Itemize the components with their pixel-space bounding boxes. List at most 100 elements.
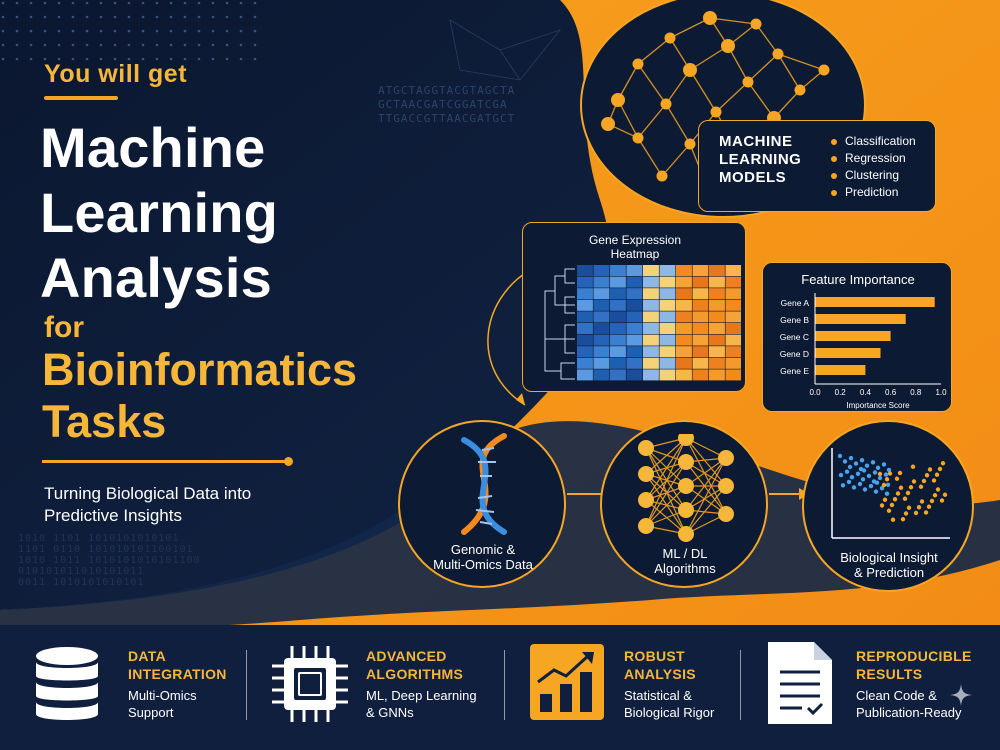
nn-edge <box>645 473 687 535</box>
ml-model-item: Clustering <box>831 167 916 184</box>
heatmap-cell <box>593 323 610 334</box>
eyebrow-underline <box>44 96 118 100</box>
network-node <box>601 117 615 131</box>
bullet-icon <box>831 155 837 162</box>
heatmap-cell <box>709 334 725 346</box>
heatmap-cell <box>643 323 659 334</box>
dendrogram-icon <box>544 268 575 380</box>
category-label: Gene E <box>780 366 809 376</box>
nn-node <box>638 518 654 534</box>
nn-edge <box>645 437 687 527</box>
category-label: Gene C <box>780 332 809 342</box>
scatter-point <box>898 485 904 490</box>
scatter-point <box>879 486 885 491</box>
scatter-point <box>847 464 853 470</box>
database-icon <box>36 647 98 720</box>
scatter-point <box>887 471 893 476</box>
heatmap-cell <box>659 299 676 311</box>
heatmap-cell <box>659 346 676 358</box>
heatmap-cell <box>692 369 709 381</box>
scatter-point <box>838 472 844 478</box>
scatter-point <box>911 479 917 484</box>
title-accent-line-2: Tasks <box>42 396 167 447</box>
heatmap-cell <box>676 323 692 334</box>
heatmap-cell <box>659 323 676 334</box>
heatmap-cell <box>593 311 610 323</box>
heatmap-cell <box>676 276 692 288</box>
scatter-point <box>855 471 861 476</box>
nn-node <box>678 478 694 494</box>
nn-edge <box>685 437 727 515</box>
scatter-point <box>935 487 941 492</box>
heatmap-cell <box>709 311 725 323</box>
bullet-icon <box>831 189 837 196</box>
network-edge <box>777 53 801 91</box>
category-label: Gene B <box>780 315 809 325</box>
pipeline-step-label: ML / DL Algorithms <box>654 546 716 576</box>
network-edge <box>617 99 639 139</box>
scatter-point <box>868 483 874 489</box>
nn-node <box>718 478 734 494</box>
heatmap-cell <box>709 369 725 381</box>
heatmap-cell <box>577 369 593 381</box>
heatmap-cell <box>577 334 593 346</box>
heatmap-cell <box>709 288 725 300</box>
category-label: Gene A <box>781 298 810 308</box>
scatter-point <box>866 473 872 479</box>
heatmap-cell <box>593 346 610 358</box>
network-node <box>703 11 717 25</box>
chip-icon <box>272 646 348 722</box>
scatter-point <box>879 503 885 508</box>
heatmap-title: Gene Expression Heatmap <box>588 233 682 261</box>
network-node <box>710 106 722 118</box>
nn-edge <box>645 437 687 475</box>
pipeline-step-label: Biological Insight & Prediction <box>840 550 938 580</box>
scatter-point <box>900 517 906 522</box>
heatmap-cell <box>610 265 626 276</box>
scatter-point <box>897 470 903 476</box>
heatmap-cell <box>659 334 676 346</box>
scatter-point <box>929 498 935 504</box>
network-node <box>664 32 676 44</box>
heatmap-cell <box>676 299 692 311</box>
scatter-point <box>937 466 943 472</box>
heatmap-cell <box>577 288 593 300</box>
bar <box>815 331 891 341</box>
bar <box>815 297 935 307</box>
heatmap-cell <box>709 346 725 358</box>
heatmap-graphic <box>544 265 741 381</box>
scatter-point <box>903 511 909 516</box>
network-edge <box>747 53 779 83</box>
scatter-point <box>884 491 890 496</box>
network-edge <box>637 137 663 177</box>
heatmap-cell <box>659 311 676 323</box>
heatmap-cell <box>692 357 709 369</box>
category-label: Gene D <box>780 349 809 359</box>
scatter-point <box>934 472 940 477</box>
nn-node <box>678 526 694 542</box>
network-node <box>794 84 806 96</box>
scatter-point <box>853 461 859 466</box>
heatmap-cell <box>725 276 741 288</box>
heatmap-cell <box>626 357 643 369</box>
feature-advanced-algorithms: ADVANCED ALGORITHMS ML, Deep Learning & … <box>366 648 477 720</box>
network-edge <box>637 103 667 139</box>
nn-edge <box>645 447 687 535</box>
scatter-point <box>881 462 887 467</box>
nn-edge <box>645 485 687 527</box>
network-node <box>772 48 784 60</box>
scatter-point <box>858 466 864 472</box>
scatter-point <box>889 502 895 508</box>
dna-sequence-text: ATGCTAGGTACGTAGCTA GCTAACGATCGGATCGA TTG… <box>378 84 516 125</box>
ml-models-list: Classification Regression Clustering Pre… <box>831 133 916 201</box>
heatmap-cell <box>610 323 626 334</box>
title-for-text: for <box>44 311 84 344</box>
heatmap-cell <box>577 311 593 323</box>
feature-separator <box>246 650 247 720</box>
bullet-icon <box>831 172 837 179</box>
scatter-point <box>926 504 932 509</box>
heatmap-cell <box>593 299 610 311</box>
heatmap-cell <box>626 311 643 323</box>
heatmap-cell <box>626 276 643 288</box>
